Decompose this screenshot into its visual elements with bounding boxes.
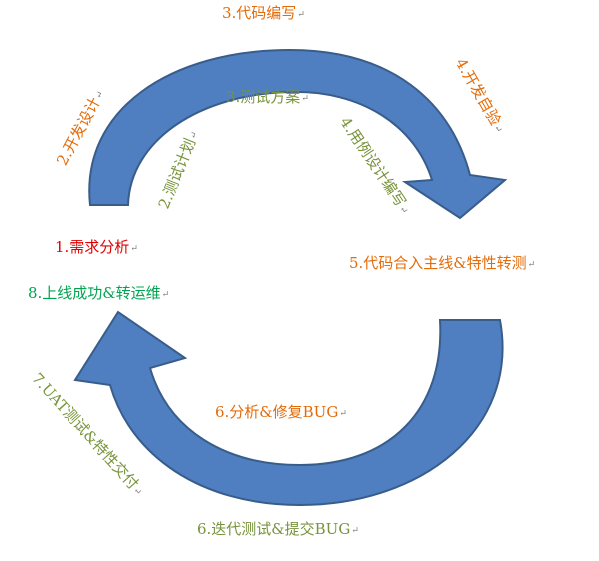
label-text: 1.需求分析 (55, 238, 130, 256)
label-case-design: 4.用例设计编写↵ (318, 114, 431, 217)
label-text: 8.上线成功&转运维 (28, 284, 161, 302)
label-requirement: 1.需求分析↵ (55, 238, 138, 258)
label-text: 5.代码合入主线&特性转测 (349, 254, 527, 272)
label-test-scheme: 3.测试方案↵ (226, 88, 309, 108)
paragraph-mark: ↵ (339, 409, 347, 419)
label-text: 3.代码编写 (222, 4, 297, 22)
paragraph-mark: ↵ (351, 526, 359, 536)
label-iterate-test: 6.迭代测试&提交BUG↵ (197, 520, 359, 540)
label-test-plan: 2.测试计划↵ (138, 130, 221, 211)
paragraph-mark: ↵ (130, 244, 138, 254)
label-uat-test: 7.UAT测试&特性交付↵ (8, 369, 166, 497)
label-text: 6.分析&修复BUG (215, 403, 339, 421)
label-text: 3.测试方案 (226, 88, 301, 106)
paragraph-mark: ↵ (161, 290, 170, 300)
bottom-curved-arrow (73, 310, 504, 507)
paragraph-mark: ↵ (301, 94, 309, 104)
label-code-write: 3.代码编写↵ (222, 4, 305, 24)
paragraph-mark: ↵ (527, 260, 536, 270)
label-text: 6.迭代测试&提交BUG (197, 520, 351, 538)
label-online-success: 8.上线成功&转运维↵ (28, 284, 169, 304)
label-dev-design: 2.开发设计↵ (40, 90, 123, 169)
paragraph-mark: ↵ (297, 10, 305, 20)
label-analyze-fix: 6.分析&修复BUG↵ (215, 403, 347, 423)
label-merge-test: 5.代码合入主线&特性转测↵ (349, 254, 535, 274)
label-dev-self-test: 4.开发自验↵ (438, 55, 521, 135)
top-curved-arrow (88, 48, 508, 220)
